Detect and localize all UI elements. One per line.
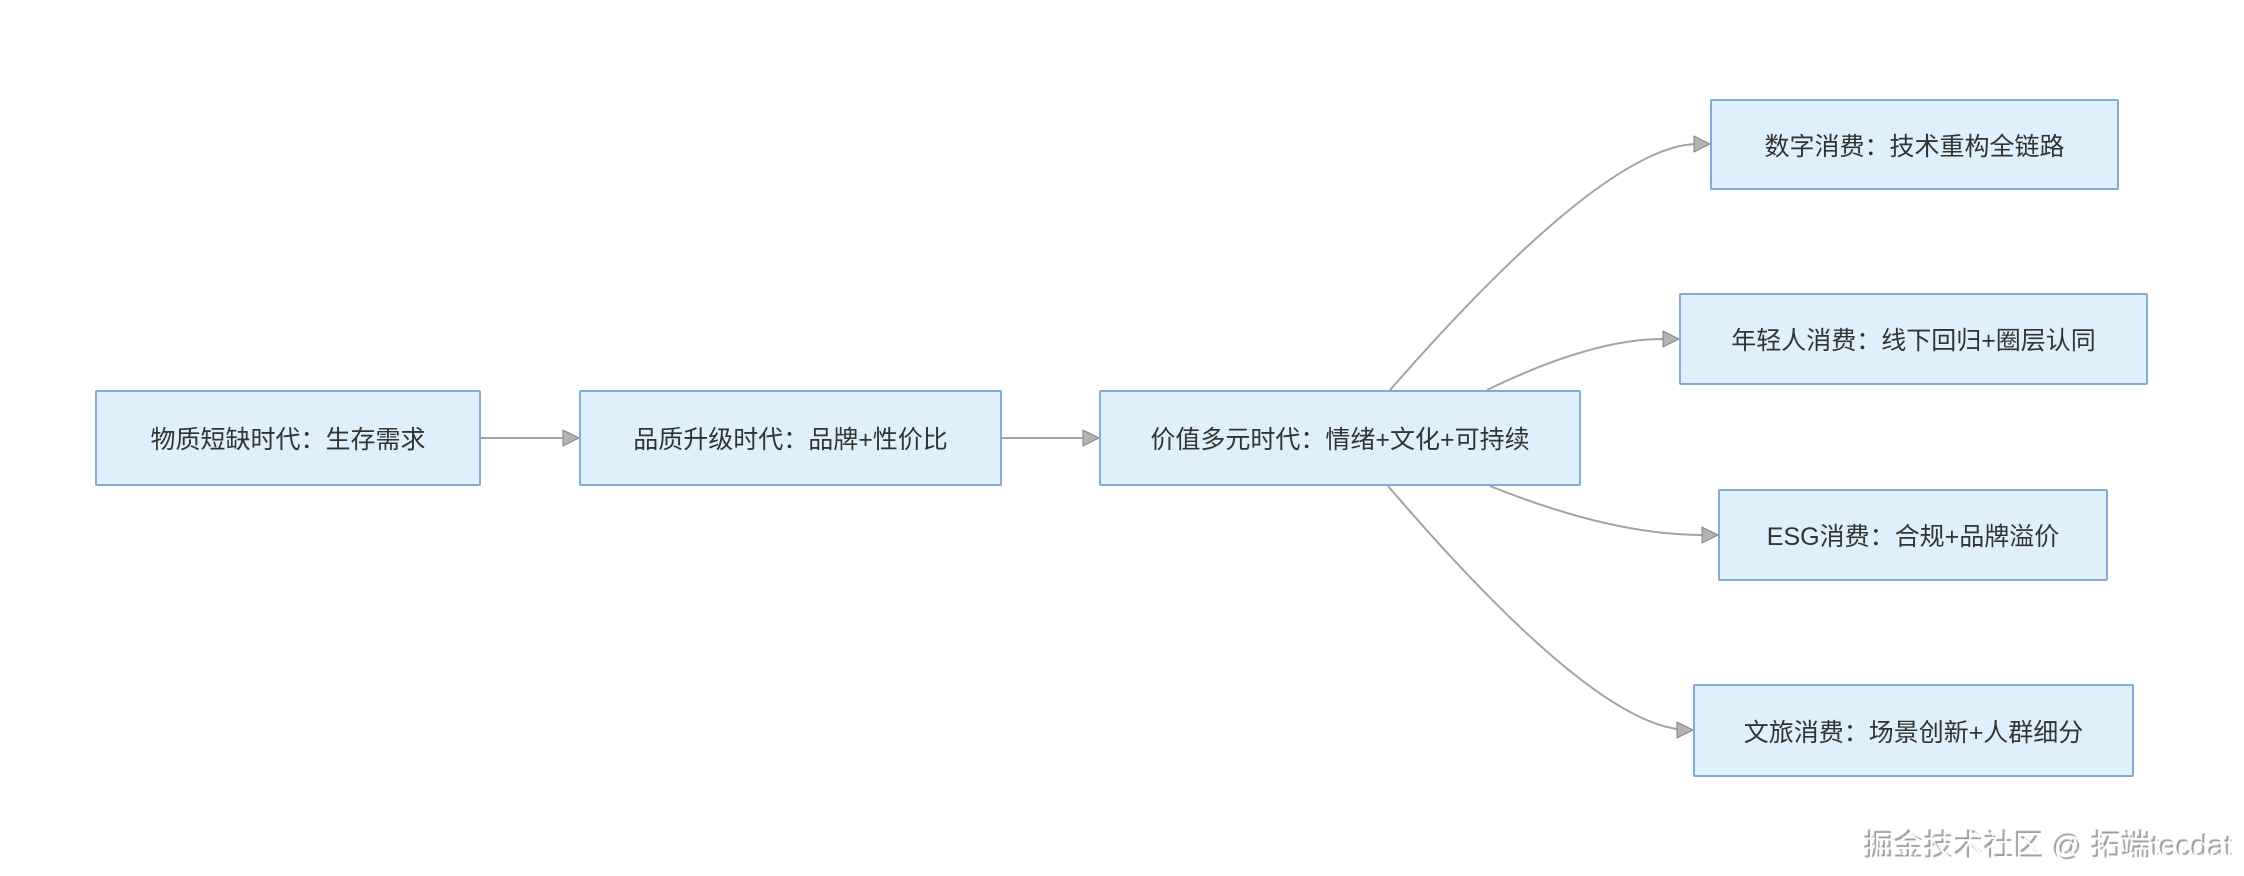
node-digital-consumption-label: 数字消费：技术重构全链路 xyxy=(1764,132,2065,161)
node-era-quality-label: 品质升级时代：品牌+性价比 xyxy=(633,426,948,454)
node-culture-travel-consumption: 文旅消费：场景创新+人群细分 xyxy=(1693,684,2134,777)
node-youth-consumption: 年轻人消费：线下回归+圈层认同 xyxy=(1679,293,2148,385)
node-era-multivalue-label: 价值多元时代：情绪+文化+可持续 xyxy=(1150,426,1530,454)
node-esg-consumption-label: ESG消费：合规+品牌溢价 xyxy=(1766,523,2060,551)
node-era-quality: 品质升级时代：品牌+性价比 xyxy=(579,390,1002,486)
edge-era2-era3 xyxy=(1002,429,1101,447)
edge-era3-young xyxy=(1486,330,1681,391)
node-era-multivalue: 价值多元时代：情绪+文化+可持续 xyxy=(1099,390,1581,486)
watermark: 掘金技术社区 @ 拓端tecdat xyxy=(1865,831,2234,864)
node-esg-consumption: ESG消费：合规+品牌溢价 xyxy=(1718,489,2108,581)
node-culture-travel-consumption-label: 文旅消费：场景创新+人群细分 xyxy=(1743,718,2084,747)
edge-era1-era2 xyxy=(481,429,581,447)
edge-era3-digital xyxy=(1389,135,1712,391)
node-digital-consumption: 数字消费：技术重构全链路 xyxy=(1710,99,2119,190)
node-era-shortage-label: 物质短缺时代：生存需求 xyxy=(150,426,426,454)
edge-era3-travel xyxy=(1387,485,1695,739)
edge-era3-esg xyxy=(1489,485,1720,544)
node-era-shortage: 物质短缺时代：生存需求 xyxy=(95,390,481,486)
node-youth-consumption-label: 年轻人消费：线下回归+圈层认同 xyxy=(1731,327,2096,355)
